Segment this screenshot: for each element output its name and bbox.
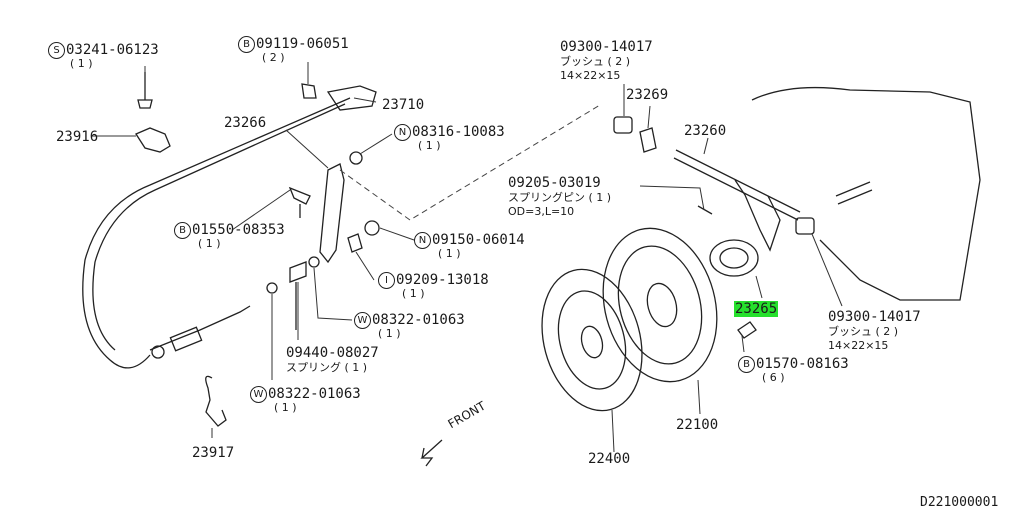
bolt-01570 — [737, 321, 757, 339]
washer-08322b — [266, 282, 278, 294]
qty-08316: ( 1 ) — [418, 139, 441, 152]
nut-09150 — [364, 220, 380, 236]
clutch-cover-22100 — [602, 227, 718, 383]
symbol-i-icon: I — [378, 272, 395, 289]
part-number-08322a: 08322-01063 — [372, 312, 465, 328]
qty-09209: ( 1 ) — [402, 287, 425, 300]
part-number-23266: 23266 — [224, 115, 267, 131]
diaphragm-center — [646, 282, 678, 328]
clutch-cable — [82, 97, 351, 369]
nut-08316 — [349, 151, 363, 165]
bolt-09119 — [301, 83, 317, 99]
washer-08322a — [308, 256, 320, 268]
spring-23269 — [639, 127, 657, 153]
part-number-23269: 23269 — [626, 87, 669, 103]
fork-shaft-23260 — [673, 149, 801, 221]
lever-23266 — [319, 163, 345, 264]
spring-09440 — [289, 261, 307, 330]
symbol-b-icon: B — [238, 36, 255, 53]
symbol-w-icon: W — [354, 312, 371, 329]
part-number-08322b: 08322-01063 — [268, 386, 361, 402]
release-fork — [734, 179, 781, 252]
symbol-b-icon: B — [174, 222, 191, 239]
release-bearing-23265 — [709, 239, 759, 277]
transmission-housing — [751, 86, 981, 301]
qty-01570: ( 6 ) — [762, 371, 785, 384]
part-number-01570: 01570-08163 — [756, 356, 849, 372]
desc-09205: スプリングピン ( 1 ) — [508, 191, 612, 204]
part-number-09300a: 09300-14017 — [560, 39, 653, 55]
part-number-23917: 23917 — [192, 445, 235, 461]
spring-23917 — [205, 375, 227, 427]
label-23265: 23265 — [734, 301, 779, 317]
clutch-cable-inner — [92, 103, 346, 351]
dim-09300a: 14×22×15 — [560, 69, 621, 82]
diagram-id: D221000001 — [920, 495, 999, 510]
cable-end-fitting — [169, 326, 203, 352]
part-number-09440: 09440-08027 — [286, 345, 379, 361]
part-number-23265-highlighted: 23265 — [734, 301, 779, 317]
bush-09300a — [613, 116, 633, 134]
part-number-22100: 22100 — [676, 417, 719, 433]
clutch-disc-inner — [557, 290, 627, 390]
dim-09205: OD=3,L=10 — [508, 205, 575, 218]
symbol-n-icon: N — [414, 232, 431, 249]
screw-03241 — [137, 72, 153, 109]
spring-pin-09205 — [697, 205, 713, 215]
part-number-23710: 23710 — [382, 97, 425, 113]
cable-adjuster — [149, 305, 251, 351]
part-number-08316: 08316-10083 — [412, 124, 505, 140]
reference-line — [339, 104, 601, 221]
part-number-22400: 22400 — [588, 451, 631, 467]
clutch-disc-22400 — [541, 268, 643, 412]
qty-09150: ( 1 ) — [438, 247, 461, 260]
part-number-09300b: 09300-14017 — [828, 309, 921, 325]
clutch-cover-ring — [617, 245, 703, 365]
part-number-01550: 01550-08353 — [192, 222, 285, 238]
part-number-09209: 09209-13018 — [396, 272, 489, 288]
symbol-n-icon: N — [394, 124, 411, 141]
desc-09440: スプリング ( 1 ) — [286, 361, 368, 374]
part-number-03241: 03241-06123 — [66, 42, 159, 58]
part-number-09205: 09205-03019 — [508, 175, 601, 191]
cable-end-ball — [151, 345, 165, 359]
symbol-b-icon: B — [738, 356, 755, 373]
qty-09119: ( 2 ) — [262, 51, 285, 64]
symbol-w-icon: W — [250, 386, 267, 403]
input-shaft — [835, 181, 873, 205]
desc-09300a: ブッシュ ( 2 ) — [560, 55, 631, 68]
release-bearing-inner — [719, 247, 749, 269]
desc-09300b: ブッシュ ( 2 ) — [828, 325, 899, 338]
part-number-09150: 09150-06014 — [432, 232, 525, 248]
qty-01550: ( 1 ) — [198, 237, 221, 250]
bush-09300b — [795, 217, 815, 235]
qty-08322a: ( 1 ) — [378, 327, 401, 340]
dim-09300b: 14×22×15 — [828, 339, 889, 352]
bushing-09209 — [347, 233, 363, 253]
part-number-23260: 23260 — [684, 123, 727, 139]
bracket-23710 — [326, 85, 377, 111]
qty-03241: ( 1 ) — [70, 57, 93, 70]
part-number-23916: 23916 — [56, 129, 99, 145]
symbol-s-icon: S — [48, 42, 65, 59]
part-number-09119: 09119-06051 — [256, 36, 349, 52]
front-arrow — [420, 439, 443, 467]
qty-08322b: ( 1 ) — [274, 401, 297, 414]
clip-23916 — [135, 127, 171, 153]
bolt-01550 — [288, 186, 311, 218]
clutch-disc-hub — [580, 325, 604, 359]
